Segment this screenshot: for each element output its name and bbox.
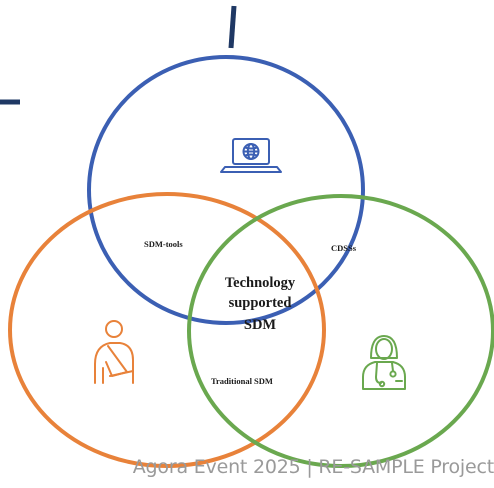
circle-technology bbox=[87, 55, 365, 325]
circle-patient bbox=[8, 192, 326, 468]
sdm-tools-label: SDM-tools bbox=[144, 239, 183, 249]
cdsss-label: CDSSs bbox=[331, 243, 357, 253]
center-label-line2: supported bbox=[229, 295, 292, 311]
center-label-line1: Technology bbox=[225, 275, 296, 291]
laptop-globe-icon bbox=[220, 138, 282, 173]
footer-caption: Agora Event 2025 | RE-SAMPLE Project bbox=[132, 456, 494, 478]
center-label-line3: SDM bbox=[244, 317, 277, 333]
patient-with-arm-sling-icon bbox=[94, 320, 134, 384]
doctor-icon bbox=[362, 335, 406, 390]
circle-clinician bbox=[187, 194, 494, 468]
decorative-slash-top bbox=[228, 5, 237, 49]
traditional-sdm-label: Traditional SDM bbox=[211, 376, 273, 386]
